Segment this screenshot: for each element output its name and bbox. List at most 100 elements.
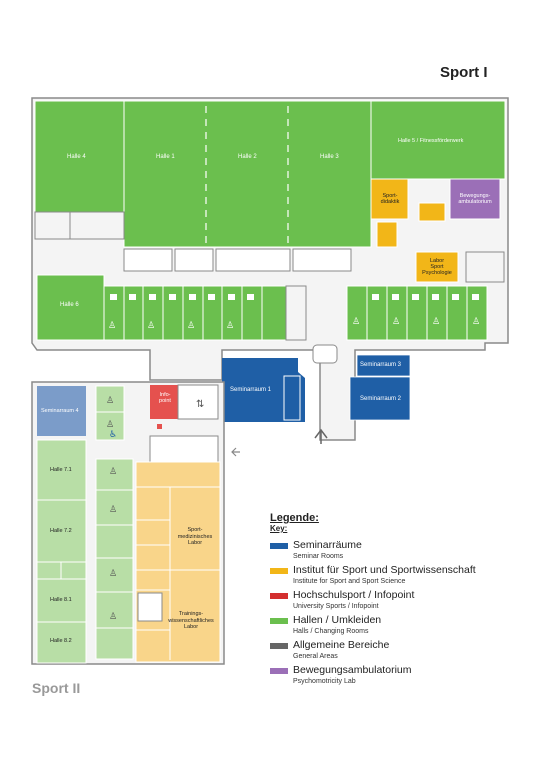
halle1-label: Halle 1	[156, 154, 175, 160]
sport2-title: Sport II	[32, 680, 81, 696]
room-general	[69, 211, 125, 240]
room-general	[215, 248, 291, 272]
halle5-label: Halle 5 / Fitnessförderwerk	[398, 138, 464, 144]
psychomotor-swatch	[270, 668, 288, 674]
infopoint-label: Info-point	[159, 392, 171, 404]
bewegungsambulatorium-room	[449, 178, 501, 220]
legend-item-halls: Hallen / Umkleiden Halls / Changing Room…	[270, 614, 535, 639]
university-sports-swatch	[270, 593, 288, 599]
institute-room-small	[418, 202, 446, 222]
toilet-icon: ♙	[109, 467, 117, 477]
entrance-arrow-icon	[231, 447, 240, 457]
toilet-icon: ♙	[108, 321, 116, 331]
toilet-icon: ♙	[106, 420, 114, 430]
legend-item-seminar: Seminarräume Seminar Rooms	[270, 539, 535, 564]
legend-item-psychomotor: Bewegungsambulatorium Psychomotricity La…	[270, 664, 535, 689]
sportdidaktik-label: Sport-didaktik	[380, 193, 400, 205]
institute-swatch	[270, 568, 288, 574]
seminar-swatch	[270, 543, 288, 549]
halle72-label: Halle 7.2	[50, 528, 72, 534]
toilet-icon: ♙	[109, 612, 117, 622]
legend-item-institute: Institut für Sport und Sportwissenschaft…	[270, 564, 535, 589]
institute-room-small	[376, 221, 398, 248]
general-swatch	[270, 643, 288, 649]
halle123-room	[123, 100, 372, 248]
toilet-icon: ♙	[352, 317, 360, 327]
halle4-room	[34, 100, 125, 213]
halle6-room	[36, 274, 105, 341]
halls-swatch	[270, 618, 288, 624]
seminarraum3-room	[356, 354, 411, 377]
halle2-label: Halle 2	[238, 154, 257, 160]
seminarraum-inner	[283, 375, 301, 421]
room-general	[465, 251, 505, 283]
entrance-arrow-icon	[314, 428, 328, 444]
legend-sub: Seminar Rooms	[293, 553, 344, 560]
room-general	[292, 248, 352, 272]
halle71-label: Halle 7.1	[50, 467, 72, 473]
toilet-icon: ♙	[432, 317, 440, 327]
legend-label: Hochschulsport / Infopoint	[293, 589, 415, 601]
legend-label: Bewegungsambulatorium	[293, 664, 412, 676]
room-general	[34, 211, 71, 240]
halle4-label: Halle 4	[67, 154, 86, 160]
changing-rooms-sport2	[95, 458, 134, 660]
legend: Legende: Key: Seminarräume Seminar Rooms…	[270, 512, 535, 689]
elevator-icon: ⇅	[196, 399, 204, 410]
halle5-room	[370, 100, 506, 180]
changing-rooms-sport2	[95, 385, 125, 441]
sportdidaktik-room	[370, 178, 409, 220]
room-general	[137, 592, 163, 622]
info-marker	[157, 424, 162, 429]
legend-item-university-sports: Hochschulsport / Infopoint University Sp…	[270, 589, 535, 614]
halle6-label: Halle 6	[60, 302, 79, 308]
toilet-icon: ♙	[109, 505, 117, 515]
legend-sub: General Areas	[293, 653, 338, 660]
legend-label: Institut für Sport und Sportwissenschaft	[293, 564, 476, 576]
toilet-icon: ♙	[187, 321, 195, 331]
labor-psych-room	[415, 251, 459, 283]
room-general	[149, 435, 219, 463]
seminarraum2-label: Seminarraum 2	[360, 396, 402, 402]
toilet-icon: ♙	[109, 569, 117, 579]
toilet-icon: ♙	[392, 317, 400, 327]
room-general	[123, 248, 173, 272]
room-general	[177, 384, 219, 420]
seminarraum4-label: Seminarraum 4	[41, 408, 79, 414]
legend-sub: University Sports / Infopoint	[293, 603, 379, 610]
room-general	[174, 248, 214, 272]
sport1-title: Sport I	[440, 64, 488, 81]
seminarraum1-label: Seminarraum 1	[230, 387, 272, 393]
bewegungsambulatorium-label: Bewegungs-ambulatorium	[458, 193, 492, 205]
legend-item-general: Allgemeine Bereiche General Areas	[270, 639, 535, 664]
seminarraum2-room	[349, 376, 411, 421]
halle7-room	[36, 439, 87, 580]
wheelchair-icon: ♿	[109, 430, 117, 440]
legend-sub: Halls / Changing Rooms	[293, 628, 369, 635]
room-general	[285, 285, 307, 341]
legend-label: Hallen / Umkleiden	[293, 614, 382, 626]
toilet-icon: ♙	[472, 317, 480, 327]
toilet-icon: ♙	[106, 396, 114, 406]
legend-sub: Psychomotricity Lab	[293, 678, 356, 685]
room-general	[261, 285, 287, 341]
toilet-icon: ♙	[226, 321, 234, 331]
toilet-icon: ♙	[147, 321, 155, 331]
room-general	[312, 344, 338, 364]
halle81-label: Halle 8.1	[50, 597, 72, 603]
seminarraum4-room	[37, 386, 86, 436]
sportmed-lab-area	[135, 461, 221, 663]
infopoint-room	[150, 385, 178, 419]
legend-key: Key:	[270, 524, 288, 533]
legend-sub: Institute for Sport and Sport Science	[293, 578, 406, 585]
legend-title: Legende:	[270, 512, 319, 524]
halle82-label: Halle 8.2	[50, 638, 72, 644]
legend-label: Allgemeine Bereiche	[293, 639, 390, 651]
halle3-label: Halle 3	[320, 154, 339, 160]
halle8-room	[36, 578, 87, 664]
legend-label: Seminarräume	[293, 539, 362, 551]
